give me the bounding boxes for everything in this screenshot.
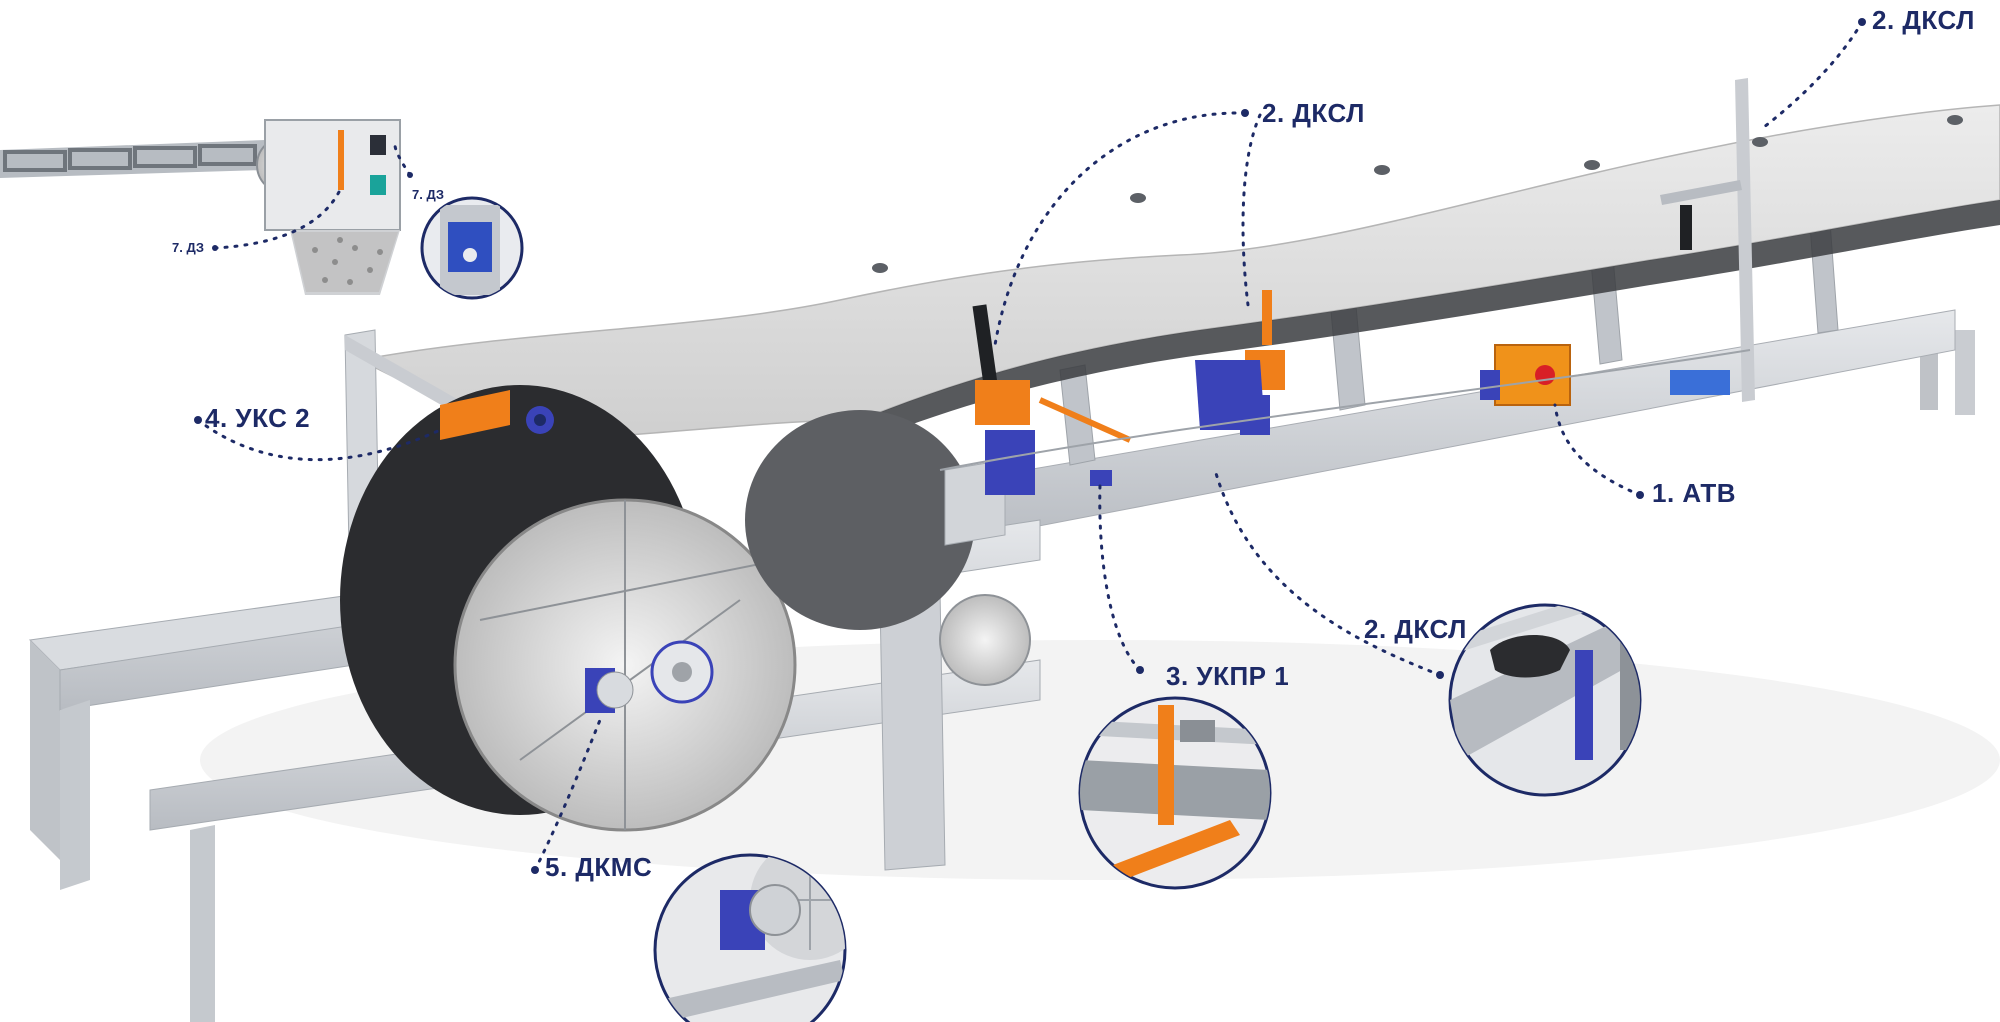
label-dksl-top-right: 2. ДКСЛ xyxy=(1872,5,1975,35)
label-dkms: 5. ДКМС xyxy=(545,852,653,882)
label-uks2: 4. УКС 2 xyxy=(205,403,311,433)
dkms-detail-circle xyxy=(653,853,847,1022)
dksl-detail-circle xyxy=(1448,603,1642,797)
dz-detail-circle xyxy=(420,196,524,300)
dksl-switch-mid xyxy=(1195,290,1285,435)
leader-dots xyxy=(194,18,1866,874)
hopper-conveyor-inset xyxy=(0,119,401,295)
head-structure xyxy=(28,329,1041,1022)
uks2-device xyxy=(440,390,554,440)
ukpr1-detail-circle xyxy=(1078,696,1272,890)
ukpr-device xyxy=(1090,470,1112,486)
atv-box xyxy=(1480,344,1571,406)
devices xyxy=(440,78,1755,495)
dksl-pole xyxy=(1660,78,1755,402)
conveyor-belt xyxy=(357,104,2000,441)
label-dz-left: 7. ДЗ xyxy=(172,240,205,255)
label-dksl-lower: 2. ДКСЛ xyxy=(1364,614,1467,644)
label-dz-right: 7. ДЗ xyxy=(412,187,445,202)
label-ukpr1: 3. УКПР 1 xyxy=(1166,661,1290,691)
label-dksl-upper: 2. ДКСЛ xyxy=(1262,98,1365,128)
dksl-switch-lever xyxy=(972,304,1132,495)
leader-lines xyxy=(196,20,1864,872)
label-atv: 1. АТВ xyxy=(1652,478,1737,508)
